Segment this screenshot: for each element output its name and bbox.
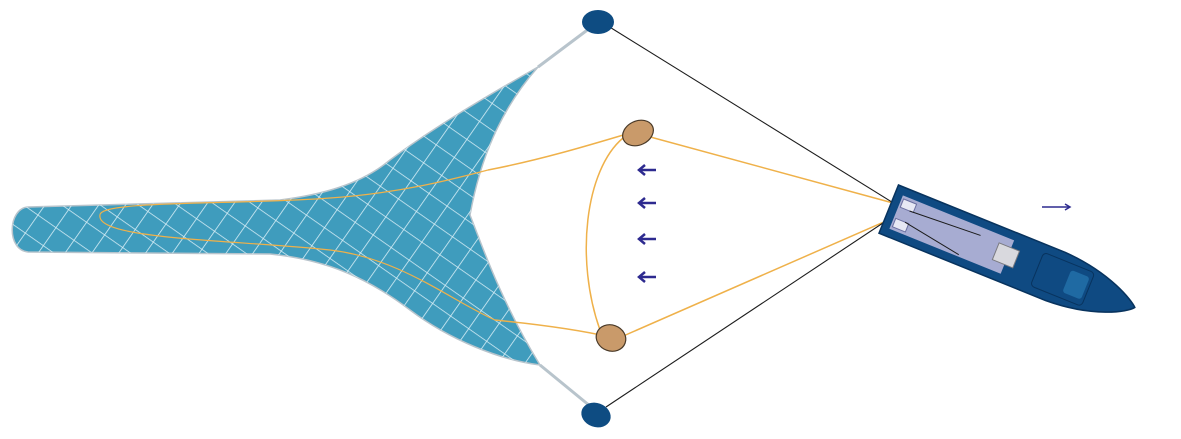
bridle-line [99, 169, 489, 216]
deck-hatch [891, 217, 910, 233]
tow-line [904, 221, 960, 256]
direction-arrow-icon [637, 233, 656, 245]
vessel-direction-arrow-icon [1042, 203, 1072, 211]
bridle-line [487, 132, 631, 171]
door-top [622, 119, 654, 147]
float-bottom [581, 402, 611, 428]
door-bottom [595, 324, 627, 352]
vessel-window [1063, 270, 1089, 299]
direction-arrows [637, 164, 1072, 283]
net-mesh [12, 67, 540, 365]
bridle-line [642, 134, 894, 204]
tow-line [909, 210, 981, 236]
bridle-line [620, 217, 894, 338]
bridle-lines [99, 132, 894, 338]
net-wing-line [537, 26, 591, 69]
deck-hatch [899, 198, 918, 214]
float-buoy-icon [581, 10, 614, 428]
bridle-line [585, 137, 624, 331]
fishing-vessel-icon [878, 184, 1136, 313]
winch-icon [991, 242, 1021, 269]
warp-line [607, 25, 896, 205]
warp-lines [605, 25, 896, 408]
direction-arrow-icon [637, 197, 656, 209]
bridle-line [99, 214, 496, 321]
net [11, 26, 591, 408]
direction-arrow-icon [637, 271, 656, 283]
warp-line [605, 214, 896, 408]
float-top [582, 10, 614, 34]
trawl-door-icon [595, 119, 654, 352]
net-wing-line [539, 363, 591, 408]
direction-arrow-icon [637, 164, 656, 176]
